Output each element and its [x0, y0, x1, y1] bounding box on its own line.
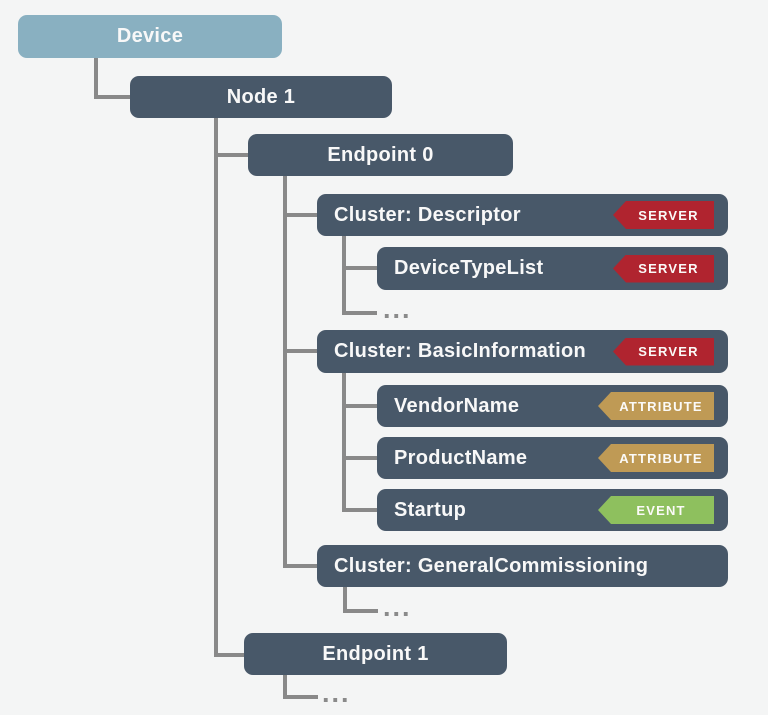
tree-node-cluster-basic-information: Cluster: BasicInformation SERVER [317, 330, 728, 373]
tree-connector-line [283, 674, 287, 699]
tree-connector-line [283, 695, 318, 699]
tree-connector-line [283, 349, 317, 353]
event-badge: EVENT [598, 496, 714, 524]
tree-node-endpoint-1: Endpoint 1 [244, 633, 507, 675]
tree-connector-line [283, 176, 287, 568]
tree-node-label: Cluster: BasicInformation [334, 340, 586, 362]
tree-connector-line [342, 372, 346, 512]
tree-connector-line [283, 213, 317, 217]
tree-connector-line [214, 118, 218, 657]
ellipsis-general-commissioning: ... [383, 592, 412, 622]
tree-connector-line [342, 311, 377, 315]
server-badge: SERVER [613, 254, 714, 283]
tree-node-endpoint-0: Endpoint 0 [248, 134, 513, 176]
tree-node-attr-device-type-list: DeviceTypeList SERVER [377, 247, 728, 290]
tree-connector-line [342, 456, 377, 460]
tree-node-label: Endpoint 1 [322, 642, 429, 665]
tree-connector-line [283, 564, 317, 568]
tree-node-attr-product-name: ProductName ATTRIBUTE [377, 437, 728, 479]
tree-node-label: Endpoint 0 [327, 143, 434, 166]
tree-node-label: Device [116, 25, 184, 47]
tree-node-label: ProductName [394, 446, 528, 469]
ellipsis-endpoint-1: ... [322, 678, 351, 708]
tree-connector-line [94, 57, 98, 99]
tree-connector-line [342, 404, 377, 408]
ellipsis-descriptor: ... [383, 294, 412, 324]
tree-node-node-1: Node 1 [130, 76, 392, 118]
tree-connector-line [342, 508, 377, 512]
tree-node-label: Cluster: GeneralCommissioning [334, 554, 649, 577]
server-badge: SERVER [613, 201, 714, 229]
tree-connector-line [94, 95, 130, 99]
tree-node-cluster-general-commissioning: Cluster: GeneralCommissioning [317, 545, 728, 587]
tree-connector-line [214, 153, 248, 157]
tree-node-cluster-descriptor: Cluster: Descriptor SERVER [317, 194, 728, 236]
tree-connector-line [342, 266, 377, 270]
tree-node-attr-vendor-name: VendorName ATTRIBUTE [377, 385, 728, 427]
server-badge: SERVER [613, 337, 714, 366]
tree-connector-line [214, 653, 244, 657]
tree-node-event-startup: Startup EVENT [377, 489, 728, 531]
tree-node-label: Node 1 [226, 85, 296, 108]
tree-node-label: Startup [394, 498, 467, 521]
attribute-badge: ATTRIBUTE [598, 392, 714, 420]
tree-node-label: Cluster: Descriptor [334, 203, 521, 226]
tree-node-label: VendorName [394, 394, 520, 417]
attribute-badge: ATTRIBUTE [598, 444, 714, 472]
tree-connector-line [342, 236, 346, 315]
tree-node-device: Device [18, 15, 282, 58]
tree-connector-line [343, 587, 347, 613]
tree-node-label: DeviceTypeList [394, 257, 544, 279]
tree-connector-line [343, 609, 378, 613]
